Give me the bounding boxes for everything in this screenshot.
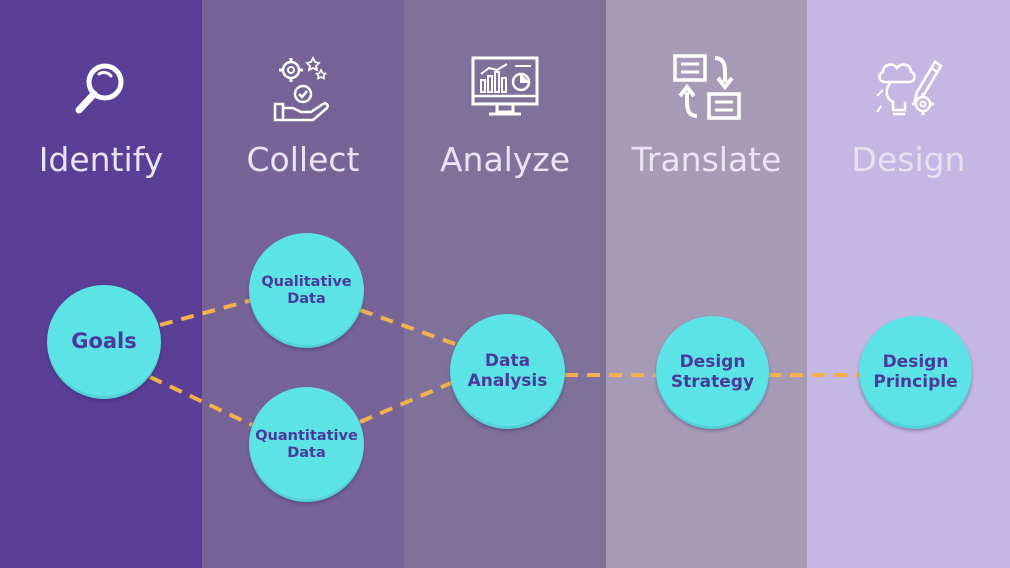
stage-identify: Identify [0,0,202,568]
node-goals: Goals [47,285,161,399]
stage-title: Translate [631,140,782,179]
connector-qualitative-analysis [359,308,459,347]
magnifier-icon [75,63,124,114]
node-label-line-2: Data [287,444,326,461]
node-label-line-2: Strategy [670,371,755,392]
node-label-line-1: Quantitative [255,428,358,445]
connector-quantitative-analysis [359,378,459,424]
connector-goals-quantitative [149,375,253,427]
stage-design: Design [807,0,1010,568]
node-design-principle: Design Principle [859,316,972,429]
stage-translate: Translate [606,0,807,568]
swap-documents-icon [672,54,741,120]
node-label-line-1: Data [484,351,531,372]
gears-hand-icon [273,55,329,122]
node-label-line-2: Principle [873,371,958,392]
node-label-line-1: Design [679,352,746,373]
node-label-line-1: Qualitative [261,274,352,291]
node-label: Goals [71,329,137,354]
connector-goals-qualitative [159,298,253,327]
node-label-line-2: Data [287,290,326,307]
pencil-gear-icon [875,60,943,116]
node-label-line-1: Design [882,352,949,373]
stage-title: Collect [246,140,360,179]
node-label-line-2: Analysis [467,370,548,391]
node-qualitative-data: Qualitative Data [249,233,364,348]
stage-title: Design [851,140,966,179]
stage-title: Analyze [439,140,571,179]
stage-analyze: Analyze [404,0,606,568]
stage-title: Identify [38,140,164,179]
monitor-chart-icon [471,56,539,116]
node-design-strategy: Design Strategy [656,316,769,429]
node-data-analysis: Data Analysis [450,314,565,429]
node-quantitative-data: Quantitative Data [249,387,364,502]
